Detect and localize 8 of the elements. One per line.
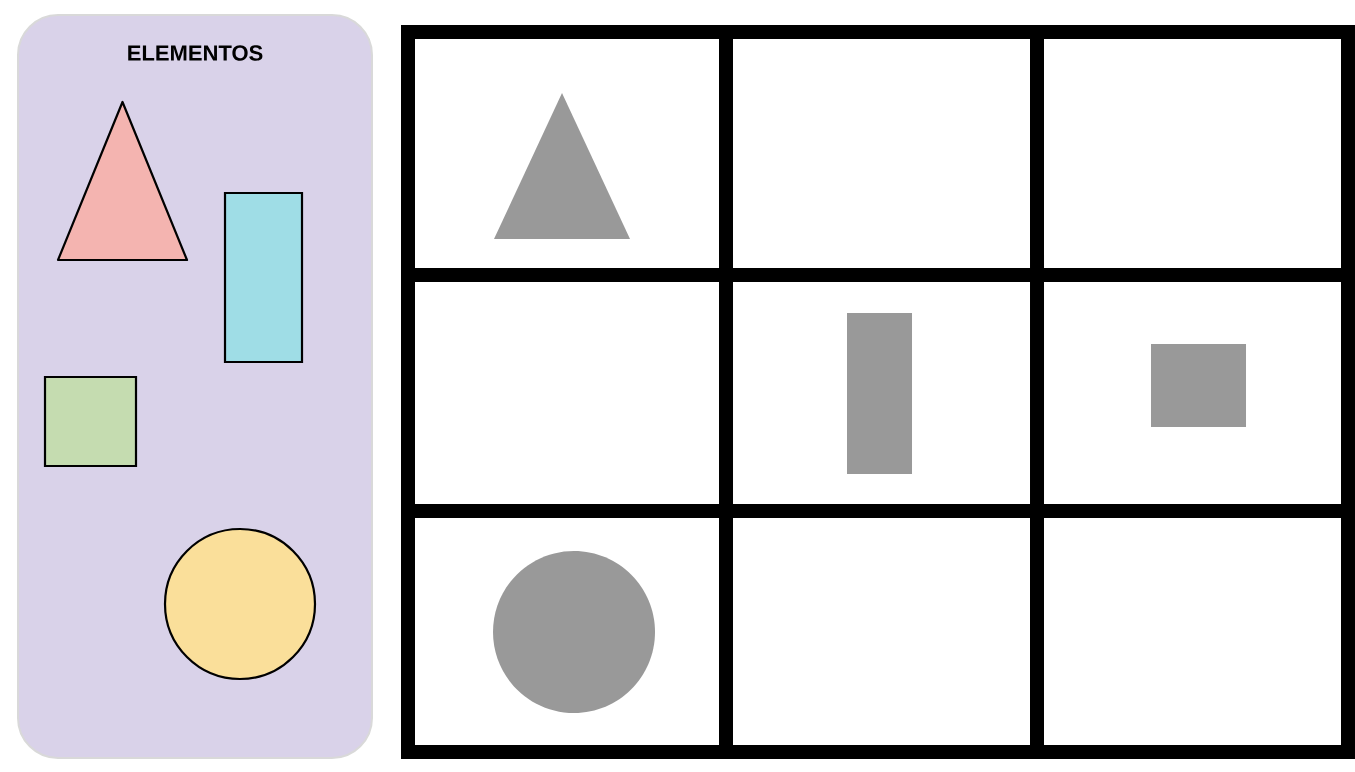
triangle-shape: [56, 100, 189, 262]
circle-shape: [493, 551, 655, 713]
triangle-shape: [494, 93, 630, 239]
square-shape: [1151, 344, 1246, 427]
rectangle-shape: [223, 191, 304, 364]
circle-shape: [163, 527, 317, 681]
rectangle-shape: [847, 313, 912, 474]
square-shape: [43, 375, 138, 468]
